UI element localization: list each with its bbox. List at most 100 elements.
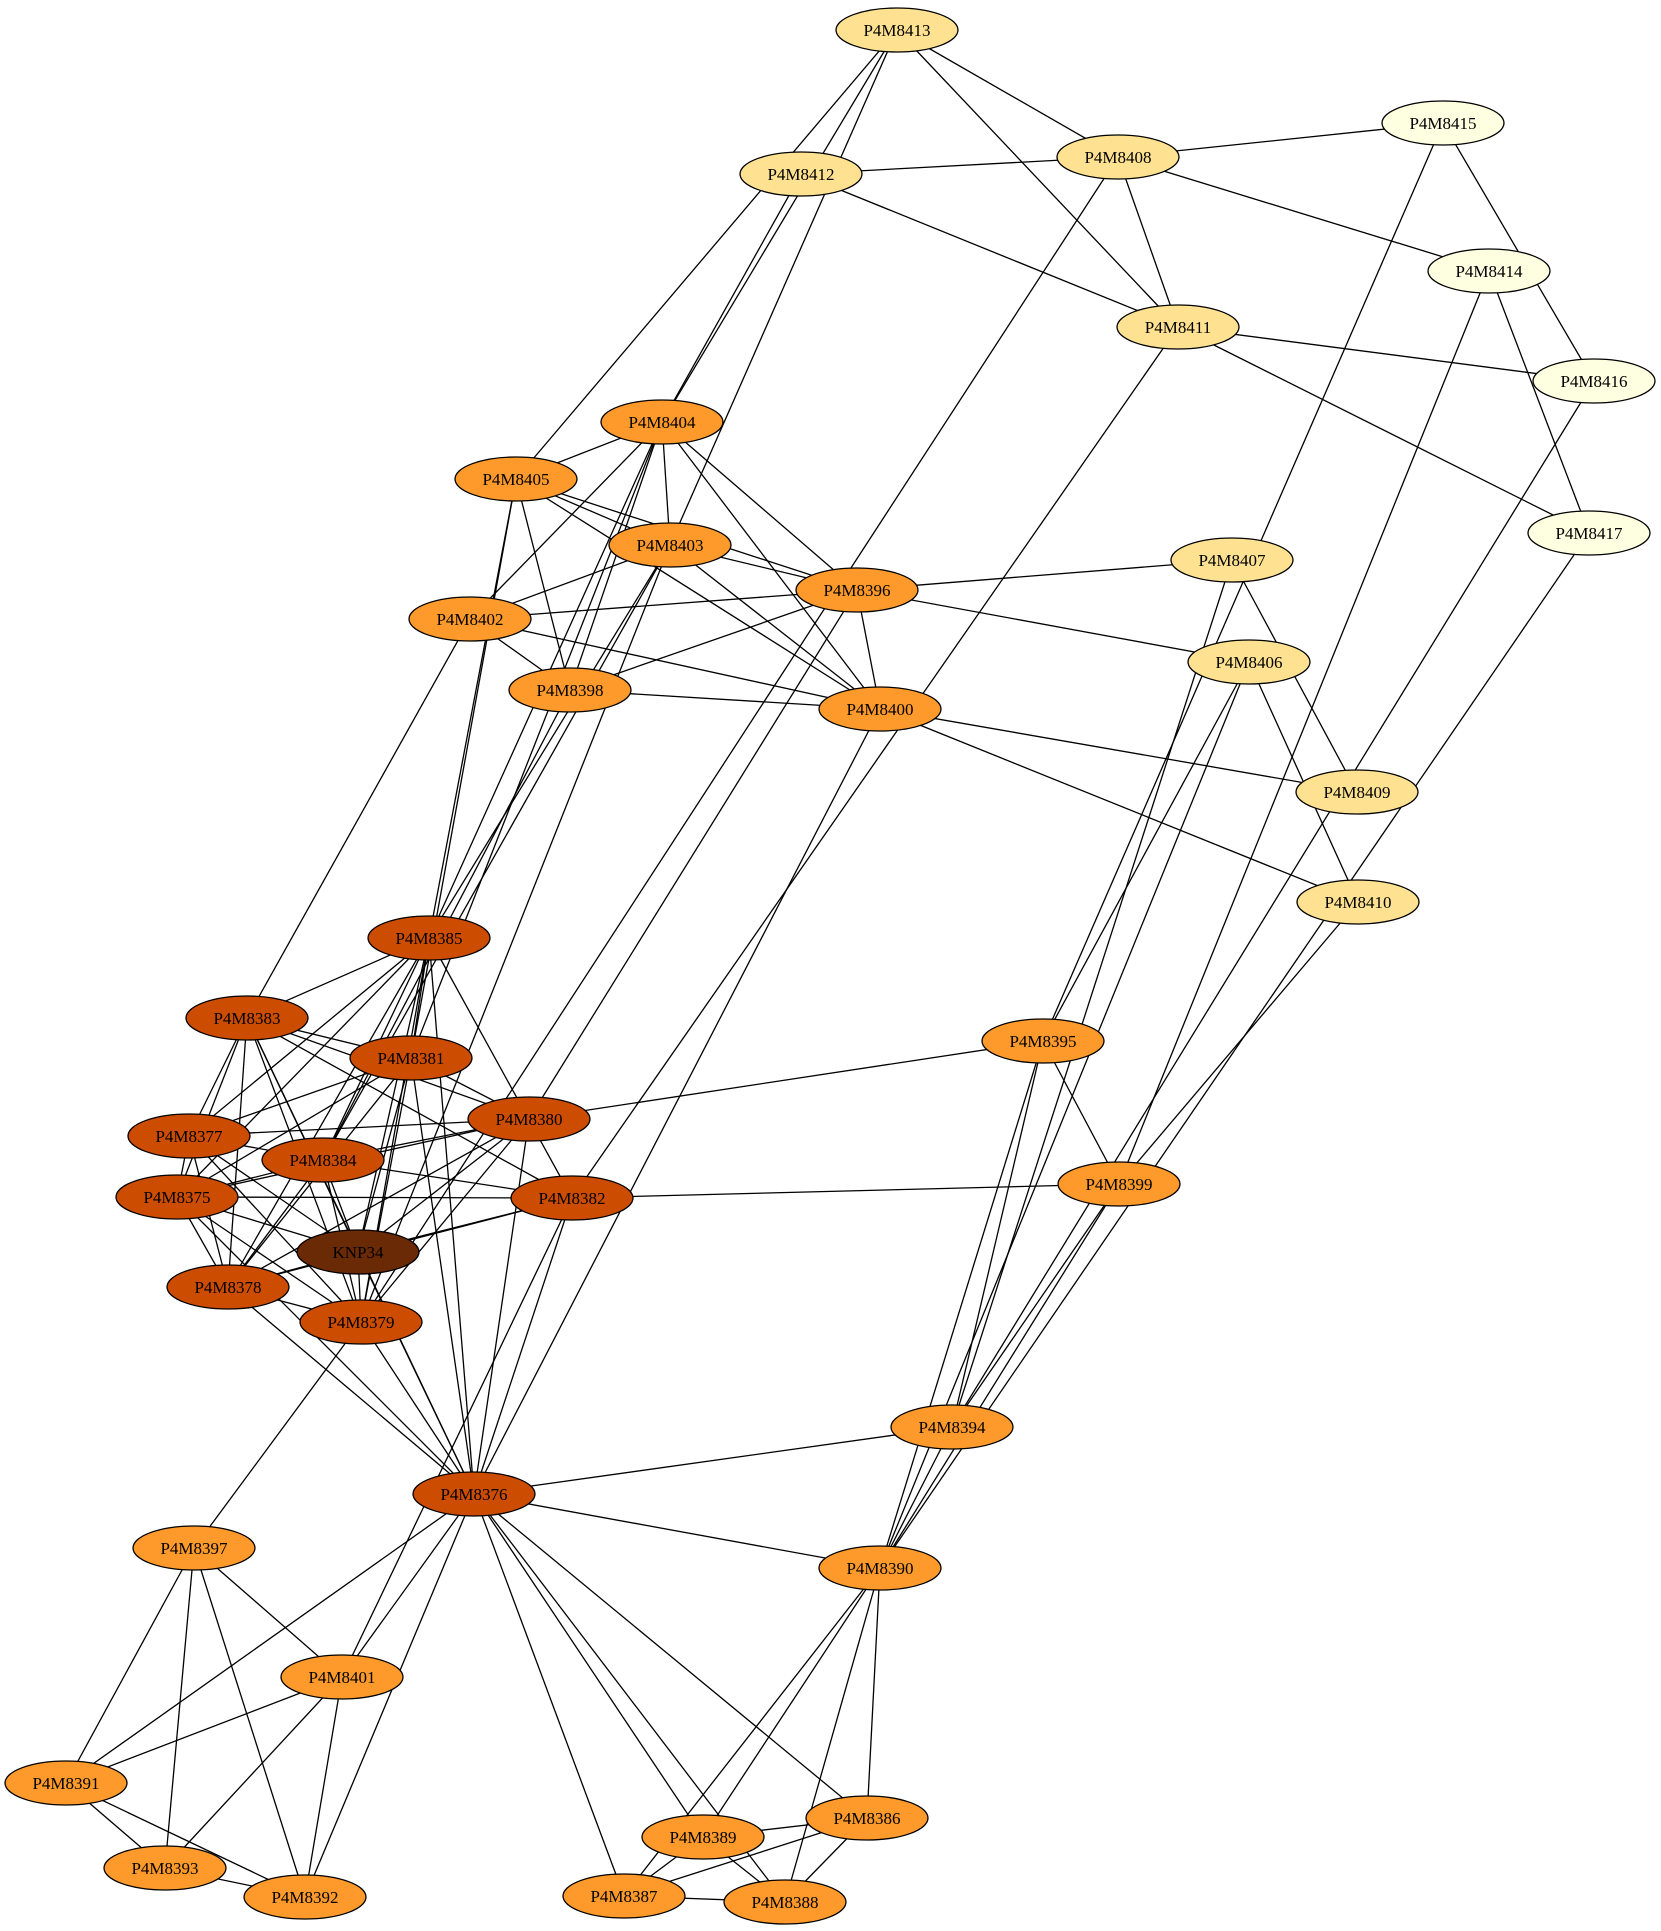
node-label: P4M8417 [1555,524,1623,543]
node-label: P4M8379 [327,1313,394,1332]
edge-p4m8412-p4m8411 [800,173,1179,328]
edge-p4m8396-p4m8380 [528,589,858,1120]
edge-p4m8396-p4m8406 [856,589,1250,663]
node-ellipse [115,1174,239,1220]
node-p4m8401[interactable]: P4M8401 [280,1654,404,1700]
edge-p4m8399-p4m8390 [879,1183,1120,1569]
edge-p4m8378-p4m8376 [227,1286,475,1495]
node-ellipse [296,1229,420,1275]
node-p4m8410[interactable]: P4M8410 [1296,879,1420,925]
node-label: P4M8414 [1455,262,1523,281]
edge-p4m8381-knp34 [357,1057,412,1253]
node-label: P4M8392 [271,1888,338,1907]
node-p4m8416[interactable]: P4M8416 [1532,358,1656,404]
node-p4m8387[interactable]: P4M8387 [562,1873,686,1919]
edge-p4m8397-p4m8392 [193,1547,306,1898]
node-ellipse [367,915,491,961]
node-p4m8382[interactable]: P4M8382 [510,1175,634,1221]
node-p4m8381[interactable]: P4M8381 [349,1035,473,1081]
node-label: P4M8412 [767,165,834,184]
node-ellipse [1296,879,1420,925]
node-p4m8393[interactable]: P4M8393 [103,1845,227,1891]
node-p4m8384[interactable]: P4M8384 [261,1137,385,1183]
edge-p4m8405-p4m8400 [515,478,881,710]
node-ellipse [890,1404,1014,1450]
node-label: P4M8388 [751,1893,818,1912]
edge-p4m8399-p4m8394 [951,1183,1120,1428]
node-label: P4M8407 [1198,551,1266,570]
node-p4m8411[interactable]: P4M8411 [1116,304,1240,350]
node-p4m8390[interactable]: P4M8390 [818,1545,942,1591]
edge-p4m8382-p4m8401 [341,1197,573,1678]
node-label: P4M8408 [1084,148,1151,167]
node-label: P4M8403 [636,536,703,555]
node-label: P4M8393 [131,1859,198,1878]
edge-p4m8375-p4m8382 [176,1196,573,1199]
node-p4m8415[interactable]: P4M8415 [1381,100,1505,146]
node-label: P4M8389 [669,1828,736,1847]
node-knp34[interactable]: KNP34 [296,1229,420,1275]
node-p4m8404[interactable]: P4M8404 [600,399,724,445]
edge-p4m8397-p4m8401 [193,1547,343,1678]
node-p4m8414[interactable]: P4M8414 [1427,248,1551,294]
node-ellipse [818,686,942,732]
node-p4m8398[interactable]: P4M8398 [508,667,632,713]
node-p4m8397[interactable]: P4M8397 [132,1525,256,1571]
node-p4m8375[interactable]: P4M8375 [115,1174,239,1220]
node-p4m8409[interactable]: P4M8409 [1295,769,1419,815]
edge-p4m8379-p4m8397 [193,1321,362,1549]
node-p4m8405[interactable]: P4M8405 [454,456,578,502]
node-p4m8407[interactable]: P4M8407 [1170,537,1294,583]
node-ellipse [981,1018,1105,1064]
edge-p4m8413-p4m8405 [515,29,898,480]
edge-p4m8403-p4m8385 [428,544,671,939]
node-p4m8379[interactable]: P4M8379 [299,1299,423,1345]
edge-p4m8381-p4m8376 [410,1057,475,1495]
node-p4m8392[interactable]: P4M8392 [243,1874,367,1920]
node-ellipse [103,1845,227,1891]
node-p4m8385[interactable]: P4M8385 [367,915,491,961]
node-p4m8412[interactable]: P4M8412 [739,151,863,197]
node-p4m8388[interactable]: P4M8388 [723,1879,847,1925]
node-label: P4M8376 [440,1485,507,1504]
node-label: P4M8382 [538,1189,605,1208]
node-p4m8417[interactable]: P4M8417 [1527,510,1651,556]
node-p4m8386[interactable]: P4M8386 [805,1795,929,1841]
node-p4m8403[interactable]: P4M8403 [608,522,732,568]
node-label: P4M8402 [436,610,503,629]
node-ellipse [835,7,959,53]
node-p4m8406[interactable]: P4M8406 [1187,639,1311,685]
node-ellipse [1532,358,1656,404]
node-p4m8400[interactable]: P4M8400 [818,686,942,732]
edge-p4m8404-p4m8381 [410,421,663,1059]
node-p4m8413[interactable]: P4M8413 [835,7,959,53]
node-p4m8383[interactable]: P4M8383 [185,995,309,1041]
node-ellipse [1056,134,1180,180]
node-p4m8395[interactable]: P4M8395 [981,1018,1105,1064]
node-p4m8394[interactable]: P4M8394 [890,1404,1014,1450]
node-p4m8378[interactable]: P4M8378 [166,1264,290,1310]
node-p4m8399[interactable]: P4M8399 [1057,1161,1181,1207]
node-label: P4M8380 [495,1110,562,1129]
node-ellipse [349,1035,473,1081]
node-p4m8380[interactable]: P4M8380 [467,1096,591,1142]
node-ellipse [408,596,532,642]
node-p4m8389[interactable]: P4M8389 [641,1814,765,1860]
node-p4m8396[interactable]: P4M8396 [795,567,919,613]
node-ellipse [805,1795,929,1841]
node-p4m8391[interactable]: P4M8391 [4,1760,128,1806]
node-label: P4M8406 [1215,653,1282,672]
edge-p4m8405-p4m8398 [515,478,571,691]
edge-p4m8382-p4m8376 [473,1197,573,1495]
edge-p4m8376-p4m8401 [341,1493,475,1678]
node-p4m8402[interactable]: P4M8402 [408,596,532,642]
node-p4m8408[interactable]: P4M8408 [1056,134,1180,180]
edge-p4m8396-p4m8407 [856,559,1233,591]
edge-p4m8417-p4m8390 [879,532,1590,1569]
edge-p4m8390-p4m8386 [866,1567,881,1819]
node-p4m8376[interactable]: P4M8376 [412,1471,536,1517]
node-p4m8377[interactable]: P4M8377 [127,1113,251,1159]
edge-p4m8411-p4m8382 [571,326,1179,1199]
edge-p4m8402-p4m8400 [469,618,881,710]
node-ellipse [510,1175,634,1221]
